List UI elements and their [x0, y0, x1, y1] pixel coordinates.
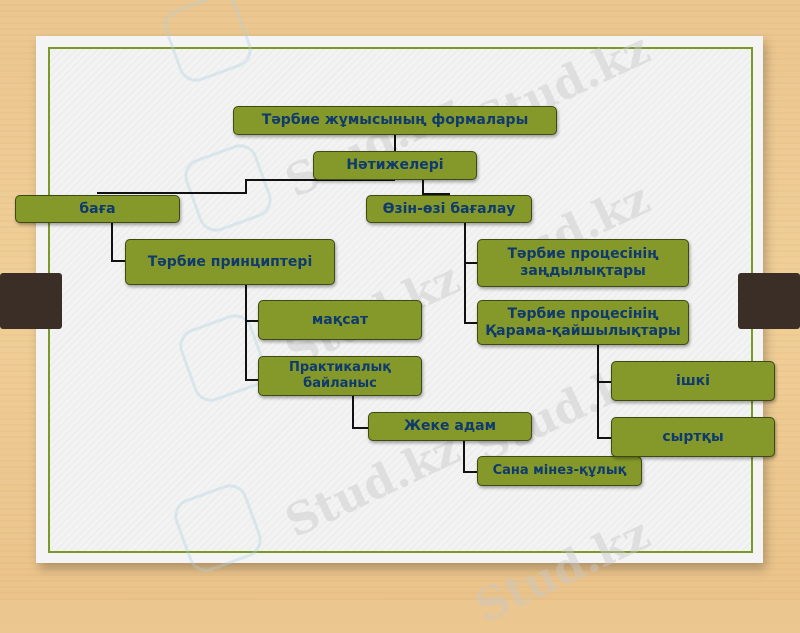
connector: [245, 179, 395, 181]
node-assessment: баға: [15, 195, 180, 223]
connector: [97, 192, 247, 194]
node-contradictions: Тәрбие процесінің Қарама-қайшылықтары: [477, 300, 689, 345]
connector: [245, 320, 259, 322]
connector: [597, 345, 599, 438]
connector: [463, 441, 465, 472]
node-consciousness-behavior: Сана мінез-құлық: [477, 456, 642, 486]
node-individual: Жеке адам: [368, 412, 532, 441]
connector: [394, 135, 396, 151]
connector: [464, 322, 478, 324]
connector: [463, 471, 478, 473]
node-practical-link: Практикалық байланыс: [258, 356, 422, 396]
connector: [245, 379, 259, 381]
node-self-assessment: Өзін-өзі бағалау: [366, 195, 532, 223]
node-external: сыртқы: [611, 417, 775, 457]
node-internal: ішкі: [611, 361, 775, 401]
connector: [352, 427, 369, 429]
binder-tab-right: [738, 273, 800, 329]
connector: [597, 381, 612, 383]
connector: [111, 223, 113, 261]
node-laws: Тәрбие процесінің заңдылықтары: [477, 239, 689, 287]
node-root: Тәрбие жұмысының формалары: [233, 106, 557, 135]
connector: [245, 285, 247, 380]
binder-tab-left: [0, 273, 62, 329]
connector: [111, 260, 126, 262]
node-principles: Тәрбие принциптері: [125, 239, 335, 285]
connector: [464, 223, 466, 323]
connector: [597, 437, 612, 439]
node-goal: мақсат: [258, 300, 422, 340]
connector: [422, 193, 450, 195]
connector: [245, 179, 247, 193]
connector: [464, 262, 478, 264]
node-results: Нәтижелері: [313, 151, 477, 180]
connector: [422, 180, 424, 195]
connector: [352, 396, 354, 428]
